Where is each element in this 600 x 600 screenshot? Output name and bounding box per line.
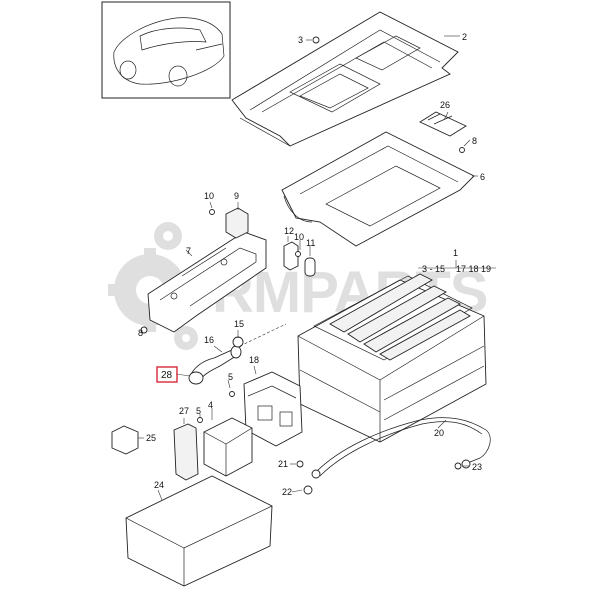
- callout-6: 6: [480, 172, 485, 182]
- battery-module: [297, 273, 487, 443]
- callout-7: 7: [186, 246, 191, 256]
- callout-1-range: 3 - 15: [422, 264, 445, 274]
- bolt-8a: [459, 147, 465, 153]
- callout-3: 3: [298, 35, 303, 45]
- callout-2: 2: [462, 32, 467, 42]
- callout-20: 20: [434, 428, 444, 438]
- gear-small-icon: [154, 222, 198, 350]
- callout-27: 27: [179, 406, 189, 416]
- highlight-box: [156, 366, 178, 383]
- callout-4: 4: [208, 400, 213, 410]
- fuse-cylinder: [304, 257, 316, 277]
- leader-lines: [138, 35, 496, 501]
- callout-21: 21: [278, 459, 288, 469]
- callout-24: 24: [154, 480, 164, 490]
- bolt-8b: [140, 326, 148, 334]
- controller-unit: [243, 371, 303, 447]
- callout-23: 23: [472, 462, 482, 472]
- callout-11: 11: [306, 238, 315, 248]
- top-cover-tray: [231, 11, 459, 147]
- label-plate: [419, 111, 467, 137]
- callout-10a: 10: [204, 191, 214, 201]
- watermark: RMPARTS: [108, 222, 488, 350]
- bolt-5a: [229, 391, 235, 397]
- highlight-callout-28[interactable]: 28: [156, 366, 178, 383]
- callout-22: 22: [282, 487, 292, 497]
- callout-5a: 5: [228, 372, 233, 382]
- small-module: [225, 207, 249, 239]
- bolt-23: [454, 462, 462, 470]
- callout-26: 26: [440, 100, 450, 110]
- callout-25: 25: [146, 433, 156, 443]
- callout-28: 28: [161, 370, 173, 381]
- callout-8a: 8: [472, 136, 477, 146]
- callout-1: 1: [453, 248, 458, 258]
- callout-12: 12: [284, 226, 294, 236]
- bolt-21: [296, 460, 304, 468]
- cover-panel: [173, 423, 199, 481]
- callout-15: 15: [234, 319, 244, 329]
- connector-25: [111, 425, 139, 455]
- callout-18: 18: [249, 355, 259, 365]
- callout-10b: 10: [294, 232, 304, 242]
- bolt-22: [303, 485, 313, 495]
- fasteners: [140, 36, 465, 495]
- bottom-plate: [281, 131, 475, 247]
- coolant-hose: [188, 345, 242, 385]
- callout-8b: 8: [138, 328, 143, 338]
- electronic-box: [203, 417, 253, 477]
- callout-labels: 2 3 26 8 6 10 9 7 12 10 11 1 3 - 15 17 1…: [138, 32, 491, 497]
- callout-9: 9: [234, 191, 239, 201]
- bolt-3: [312, 36, 320, 44]
- bolt-10b: [295, 251, 301, 257]
- bracket-frame: [147, 231, 267, 333]
- car-inset: [101, 1, 231, 99]
- cable-harness: [311, 417, 491, 479]
- bolt-10a: [209, 209, 215, 215]
- callout-1-extra: 17 18 19: [456, 264, 491, 274]
- callout-16: 16: [204, 335, 214, 345]
- relay-bracket: [283, 241, 299, 271]
- storage-box: [125, 475, 273, 587]
- bolt-5b: [197, 417, 203, 423]
- callout-5b: 5: [196, 406, 201, 416]
